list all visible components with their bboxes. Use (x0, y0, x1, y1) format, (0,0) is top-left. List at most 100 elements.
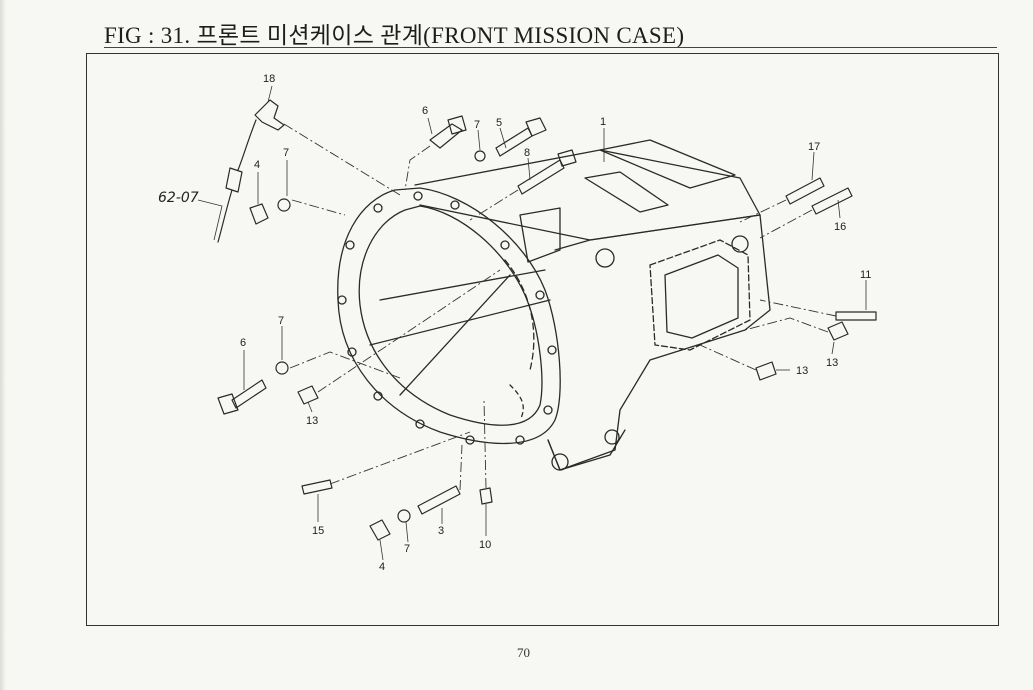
callout-13-mid: 13 (796, 365, 808, 377)
hose-fitting (225, 167, 243, 193)
figure-title: FIG : 31. 프론트 미션케이스 관계(FRONT MISSION CAS… (104, 23, 685, 48)
hose-line-2 (217, 189, 233, 243)
elbow-fitting (254, 99, 285, 131)
side-boss-a (595, 248, 615, 268)
stud-8-head (557, 149, 577, 167)
washer-mid-top (474, 150, 486, 162)
callout-5: 5 (496, 117, 502, 129)
hose-line (237, 119, 257, 171)
bolt-left-head (217, 393, 239, 415)
handwritten-reference: 62-07 (158, 190, 199, 206)
leader-8 (527, 157, 531, 181)
washer-upper (277, 198, 291, 212)
title-underline (104, 47, 997, 48)
drain-plug (479, 487, 493, 505)
stud-8 (517, 159, 565, 195)
side-boss-b (731, 235, 749, 253)
mounting-pad (519, 207, 561, 263)
callout-4-bottom: 4 (379, 561, 385, 573)
bolt-upper-head (447, 115, 467, 135)
axis-line-3 (459, 444, 463, 491)
drawing-frame (86, 53, 999, 626)
top-cover-plate (599, 139, 736, 189)
lower-boss-a (551, 453, 569, 471)
leader-6a (427, 117, 433, 135)
axis-line-10 (483, 399, 487, 489)
leader-7b (477, 129, 481, 151)
bell-housing-inner (358, 205, 543, 426)
lower-boss-b (604, 429, 620, 445)
inner-dashed-contour-2 (509, 384, 524, 421)
dowel-right-2 (755, 361, 777, 381)
top-cover-slot (584, 171, 669, 213)
leader-17 (811, 151, 815, 181)
internal-strut-3 (399, 274, 511, 396)
leader-13c (307, 401, 313, 413)
axis-line-hose (283, 123, 401, 196)
internal-strut-2 (369, 299, 551, 346)
axis-line-13-mid (699, 344, 757, 371)
stud-11 (835, 311, 877, 321)
callout-7-mid: 7 (474, 119, 480, 131)
callout-8: 8 (524, 147, 530, 159)
callout-15: 15 (312, 525, 324, 537)
leader-handwritten (197, 199, 223, 241)
callout-7-bottom: 7 (404, 543, 410, 555)
stud-17 (785, 177, 825, 205)
callout-18: 18 (263, 73, 275, 85)
axis-line-13-right (744, 317, 829, 333)
flange-bolt-holes (337, 191, 557, 445)
washer-left (275, 361, 289, 375)
bolt-left-shank (231, 379, 267, 409)
case-lower-edge (547, 429, 626, 471)
axis-line-15 (329, 431, 471, 485)
callout-4-upper: 4 (254, 159, 260, 171)
case-body-top (414, 149, 761, 241)
callout-17: 17 (808, 141, 820, 153)
axis-line-upper-fasteners (291, 199, 346, 216)
rear-face-inner (664, 254, 739, 339)
axis-line-bolt-top (404, 145, 431, 191)
leader-4b (379, 539, 384, 561)
axis-line-dowel-left (317, 269, 501, 393)
stud-3 (417, 485, 461, 515)
washer-bottom (397, 509, 411, 523)
callout-6-left: 6 (240, 337, 246, 349)
nut-bottom (369, 519, 391, 541)
scan-edge-shadow (0, 0, 6, 690)
callout-3: 3 (438, 525, 444, 537)
leader-13a (831, 341, 835, 355)
bell-housing-flange (337, 187, 561, 445)
internal-strut-1 (379, 269, 546, 301)
nut-upper (249, 203, 269, 225)
inner-dashed-contour (504, 259, 535, 371)
callout-7-left: 7 (278, 315, 284, 327)
bolt-upper (429, 123, 463, 149)
callout-13-left: 13 (306, 415, 318, 427)
case-body-side (547, 214, 771, 471)
bolt-5-head (525, 117, 547, 137)
stud-15 (301, 479, 333, 495)
leader-5 (499, 127, 507, 149)
axis-line-left (289, 351, 401, 379)
stud-16 (811, 187, 853, 215)
axis-line-11 (759, 299, 837, 317)
callout-13-right: 13 (826, 357, 838, 369)
axis-line-17 (739, 199, 787, 223)
page-number: 70 (517, 645, 530, 660)
callout-1: 1 (600, 116, 606, 128)
callout-7-upper: 7 (283, 147, 289, 159)
leader-16 (837, 199, 841, 219)
axis-line-16 (759, 209, 813, 239)
dowel-left (297, 385, 319, 405)
dowel-right-1 (827, 321, 849, 341)
callout-16: 16 (834, 221, 846, 233)
leader-7d (405, 521, 409, 543)
axis-line-stud-8 (469, 189, 519, 221)
rear-face-gasket (649, 239, 751, 351)
callout-6-upper: 6 (422, 105, 428, 117)
leader-18 (267, 85, 273, 103)
callout-10: 10 (479, 539, 491, 551)
callout-11: 11 (860, 269, 871, 281)
